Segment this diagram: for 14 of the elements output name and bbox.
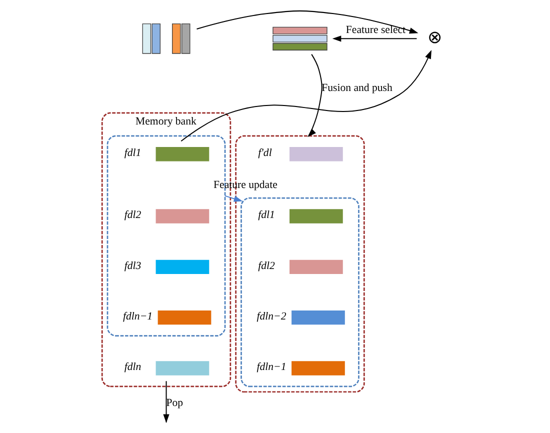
node-label: fdln−1 (123, 310, 153, 322)
node-text: ⊗ (428, 26, 443, 47)
node-label: fdl2 (258, 260, 275, 272)
node-label: fdln (124, 361, 142, 374)
node-label: fdl3 (124, 260, 142, 272)
node-label: fdl2 (124, 209, 142, 222)
node-label: fdl1 (124, 147, 142, 160)
node-label: fdln−2 (256, 310, 286, 322)
node-label: fdl1 (258, 209, 275, 222)
node-label: fdln−1 (256, 361, 286, 374)
edge-label: Fusion and push (322, 82, 392, 94)
edge-label: Pop (166, 396, 184, 409)
node-label: f'dl (258, 147, 272, 160)
edge-label: Feature select (346, 24, 406, 36)
